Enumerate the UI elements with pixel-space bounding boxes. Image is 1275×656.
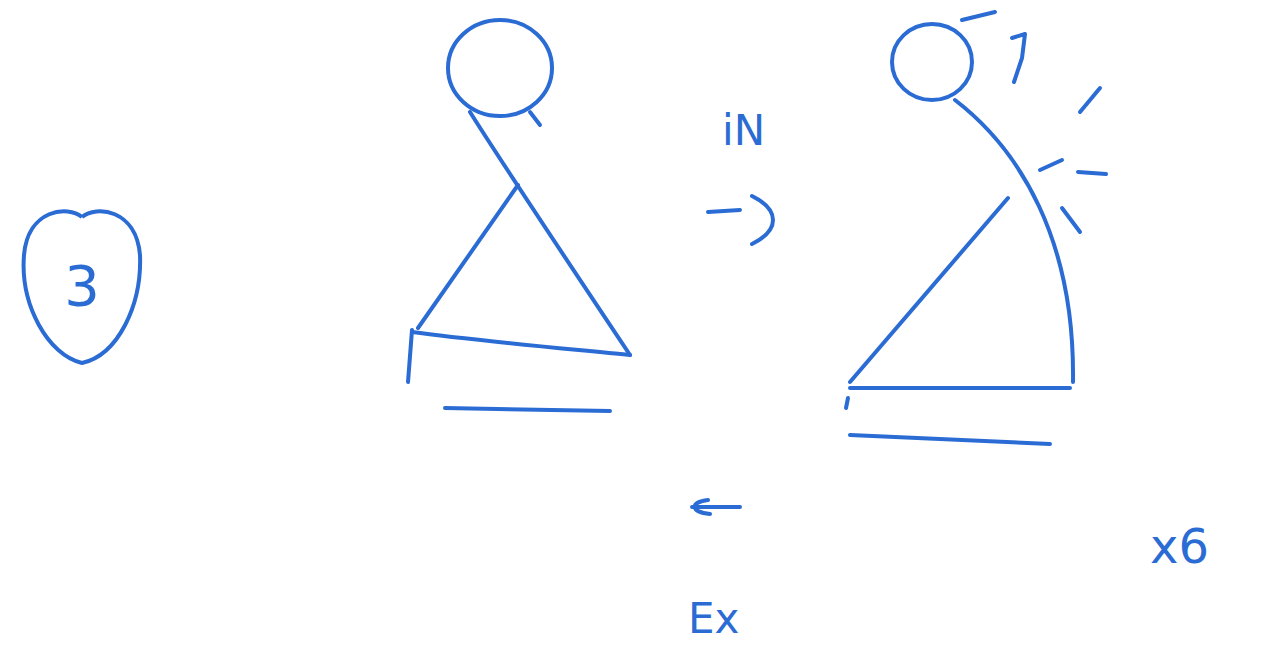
tick [846,398,848,408]
breath-label: iN [722,110,765,152]
tick [408,330,412,382]
head [892,24,972,100]
head [448,20,552,116]
stretch-mark [1080,88,1100,112]
head-mark [962,12,995,20]
stretch-mark [1062,208,1080,232]
rotation-mark [1012,34,1025,82]
stretch-mark [1040,160,1062,170]
breath-label: Ex [688,598,739,640]
step-number-badge: 3 [18,205,146,367]
ground [445,408,610,411]
inhale-arrow [708,196,773,244]
figure-stretch [846,12,1106,444]
heart-outline-path [24,211,140,363]
stretch-mark [1078,172,1106,174]
exhale-arrow [692,500,740,514]
breath-label: x6 [1150,522,1209,570]
figure-start [408,20,630,411]
leg [850,198,1008,382]
step-number: 3 [64,258,100,314]
seat [850,386,1070,390]
seat [412,332,630,355]
leg [418,185,518,328]
mark [530,112,540,125]
back [470,112,630,355]
ground [850,435,1050,444]
